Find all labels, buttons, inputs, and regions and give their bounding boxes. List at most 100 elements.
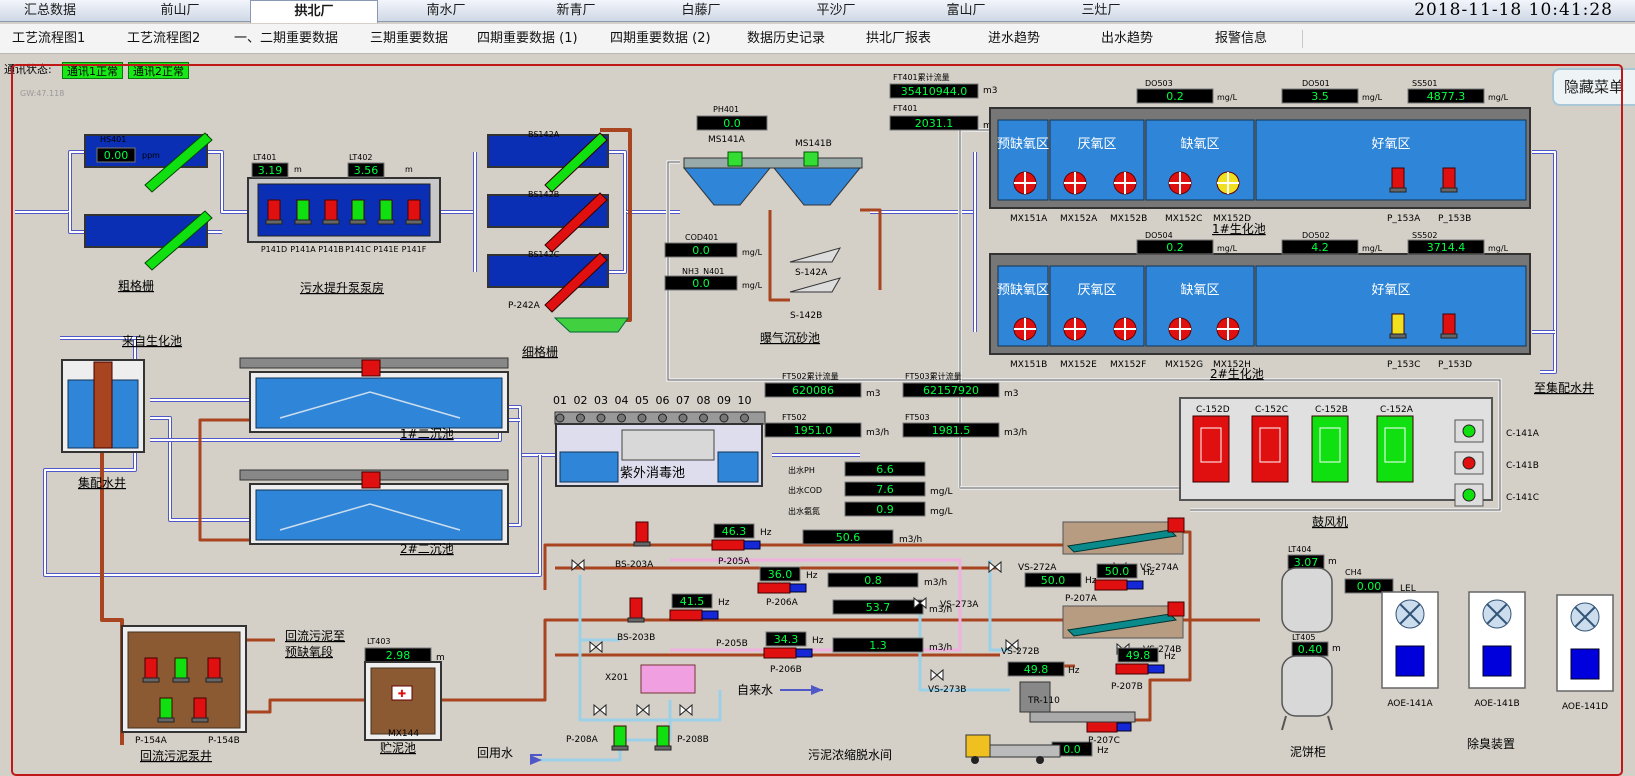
uv-lamp-10[interactable] [740, 413, 749, 423]
lift-pump-P141C[interactable] [351, 199, 365, 221]
belt-press-b-belt[interactable] [1066, 613, 1178, 637]
valve-v1[interactable] [571, 558, 585, 572]
grit-separator-b[interactable] [789, 277, 842, 293]
grit-conveyor[interactable] [553, 317, 629, 333]
bio1-mixer-MX152D[interactable] [1216, 171, 1240, 195]
tab-baiteng[interactable]: 白藤厂 [681, 3, 721, 18]
pump-p208b[interactable] [656, 725, 670, 747]
bio2-pump-P_153D[interactable] [1442, 313, 1456, 335]
uv-lamp-05[interactable] [637, 413, 647, 423]
cake-silo-b[interactable] [1281, 655, 1333, 717]
valve-v2[interactable] [589, 640, 603, 654]
lift-pump-P141A[interactable] [296, 199, 310, 221]
bio2-mixer-MX152H[interactable] [1216, 317, 1240, 341]
uv-lamp-07[interactable] [678, 413, 688, 423]
uv-lamp-01[interactable] [555, 413, 565, 423]
c141-status-C-141A[interactable] [1462, 424, 1476, 438]
menu-phase3-data[interactable]: 三期重要数据 [370, 31, 449, 46]
bio2-mixer-MX152E[interactable] [1063, 317, 1087, 341]
return-pump-3[interactable] [159, 697, 173, 719]
uv-lamp-06[interactable] [658, 413, 667, 423]
grit-separator-a[interactable] [789, 247, 842, 263]
menu-history[interactable]: 数据历史记录 [747, 31, 826, 46]
valve-vs273a[interactable] [913, 596, 927, 610]
pump-p208a[interactable] [613, 725, 627, 747]
belt-press-b-drive[interactable] [1167, 601, 1185, 617]
uv-lamp-02[interactable] [576, 413, 585, 423]
bio1-pump-P_153B[interactable] [1442, 167, 1456, 189]
tab-fushan[interactable]: 富山厂 [946, 3, 986, 18]
valve-vs273b[interactable] [930, 668, 944, 682]
uv-lamp-09[interactable] [719, 413, 729, 423]
lift-pump-P141F[interactable] [407, 199, 421, 221]
tab-sanzao[interactable]: 三灶厂 [1081, 3, 1121, 18]
pump-p205b[interactable] [669, 609, 703, 621]
tab-xinqing[interactable]: 新青厂 [556, 3, 596, 18]
menu-report[interactable]: 拱北厂报表 [866, 31, 932, 46]
pump-p206a[interactable] [757, 582, 791, 594]
return-pump-4[interactable] [193, 697, 207, 719]
grit-blower-a[interactable] [727, 151, 743, 167]
tab-summary[interactable]: 汇总数据 [23, 3, 76, 18]
belt-press-a-belt[interactable] [1066, 529, 1178, 553]
storage-mixer-icon[interactable] [391, 685, 413, 701]
menu-inflow-trend[interactable]: 进水趋势 [988, 31, 1041, 46]
valve-v3[interactable] [593, 703, 607, 717]
bio1-mixer-MX152B[interactable] [1113, 171, 1137, 195]
pump-p207c[interactable] [1086, 721, 1118, 733]
pump-p207a[interactable] [1094, 579, 1128, 591]
valve-v4[interactable] [636, 703, 650, 717]
menu-alarms[interactable]: 报警信息 [1215, 31, 1268, 46]
coarse-screen-a-rake[interactable] [144, 132, 213, 193]
return-pump-1[interactable] [174, 657, 188, 679]
uv-lamp-08[interactable] [699, 413, 708, 423]
menu-phase4-data-2[interactable]: 四期重要数据 (2) [610, 31, 711, 46]
blower-C-152A[interactable] [1376, 415, 1414, 483]
c141-status-C-141B[interactable] [1462, 456, 1476, 470]
grit-blower-b[interactable] [803, 151, 819, 167]
tab-qianshan[interactable]: 前山厂 [160, 3, 200, 18]
menu-process-flow-2[interactable]: 工艺流程图2 [127, 31, 201, 46]
coarse-screen-b-rake[interactable] [144, 210, 213, 271]
fine-screen-rake-BS142B[interactable] [544, 192, 608, 253]
fine-screen-rake-BS142C[interactable] [544, 252, 608, 313]
belt-press-a-drive[interactable] [1167, 517, 1185, 533]
bio1-mixer-MX152A[interactable] [1063, 171, 1087, 195]
cake-silo-a[interactable] [1281, 567, 1333, 633]
tab-gongbei[interactable]: 拱北厂 [250, 0, 378, 23]
lift-pump-P141E[interactable] [379, 199, 393, 221]
screw-conveyor[interactable] [1029, 711, 1136, 723]
tab-pingsha[interactable]: 平沙厂 [816, 3, 856, 18]
return-pump-0[interactable] [144, 657, 158, 679]
menu-outflow-trend[interactable]: 出水趋势 [1101, 31, 1154, 46]
fine-screen-rake-BS142A[interactable] [544, 132, 608, 193]
valve-v5[interactable] [679, 703, 693, 717]
bio2-mixer-MX152G[interactable] [1168, 317, 1192, 341]
valve-vs272a[interactable] [988, 560, 1002, 574]
menu-phase12-data[interactable]: 一、二期重要数据 [234, 31, 339, 46]
valve-vs272b[interactable] [1005, 638, 1019, 652]
sed1-drive[interactable] [361, 359, 381, 377]
pump-p206b[interactable] [763, 647, 797, 659]
blower-C-152C[interactable] [1251, 415, 1289, 483]
bio2-mixer-MX151B[interactable] [1013, 317, 1037, 341]
pump-bs203a[interactable] [635, 521, 649, 543]
bio2-pump-P_153C[interactable] [1391, 313, 1405, 335]
tab-nanshui[interactable]: 南水厂 [426, 3, 466, 18]
bio1-pump-P_153A[interactable] [1391, 167, 1405, 189]
lift-pump-P141D[interactable] [267, 199, 281, 221]
c141-status-C-141C[interactable] [1462, 488, 1476, 502]
uv-lamp-04[interactable] [617, 413, 626, 423]
pump-p207b[interactable] [1115, 663, 1149, 675]
blower-C-152B[interactable] [1311, 415, 1349, 483]
menu-phase4-data-1[interactable]: 四期重要数据 (1) [477, 31, 578, 46]
lift-pump-P141B[interactable] [324, 199, 338, 221]
pump-bs203b[interactable] [629, 597, 643, 619]
menu-process-flow-1[interactable]: 工艺流程图1 [12, 31, 86, 46]
bio1-mixer-MX151A[interactable] [1013, 171, 1037, 195]
blower-C-152D[interactable] [1192, 415, 1230, 483]
bio1-mixer-MX152C[interactable] [1168, 171, 1192, 195]
return-pump-2[interactable] [207, 657, 221, 679]
sed2-drive[interactable] [361, 471, 381, 489]
polymer-unit-x201[interactable] [640, 664, 696, 694]
